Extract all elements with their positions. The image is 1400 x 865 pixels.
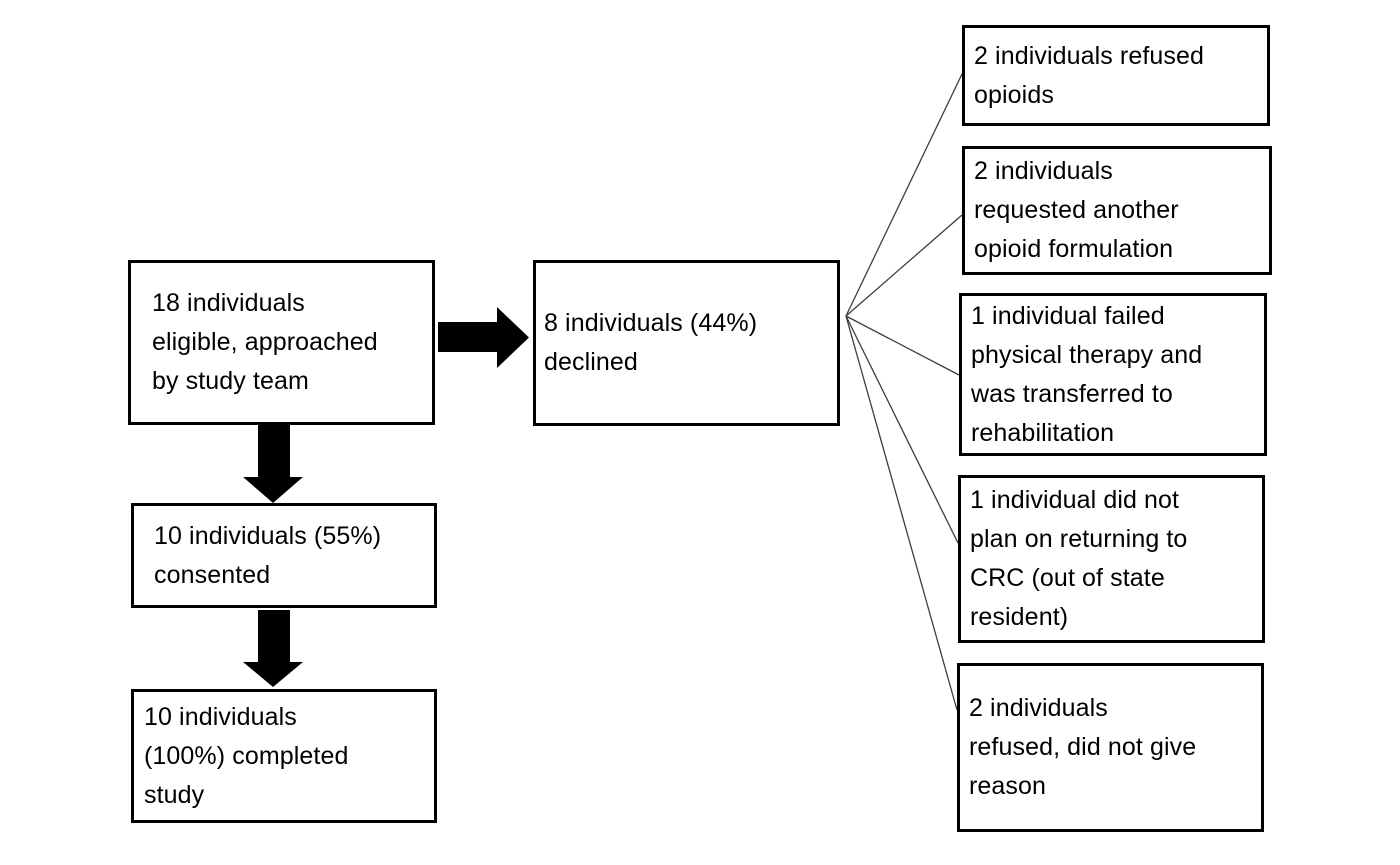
box-declined-text: 8 individuals (44%) declined	[544, 309, 758, 376]
connector-line-reason-2	[845, 214, 963, 317]
box-reason-no-reason-text: 2 individuals refused, did not give reas…	[969, 694, 1197, 800]
box-reason-requested-formulation-text: 2 individuals requested another opioid f…	[974, 157, 1179, 263]
box-reason-failed-pt: 1 individual failed physical therapy and…	[959, 293, 1267, 456]
arrow-right-to-declined-icon	[438, 307, 529, 368]
box-reason-no-reason: 2 individuals refused, did not give reas…	[957, 663, 1264, 832]
box-eligible: 18 individuals eligible, approached by s…	[128, 260, 435, 425]
connector-line-reason-5	[845, 315, 958, 711]
connector-line-reason-1	[845, 73, 963, 317]
arrow-down-to-completed-icon	[243, 610, 303, 687]
box-reason-requested-formulation: 2 individuals requested another opioid f…	[962, 146, 1272, 275]
box-completed: 10 individuals (100%) completed study	[131, 689, 437, 823]
box-reason-failed-pt-text: 1 individual failed physical therapy and…	[971, 301, 1203, 447]
box-reason-out-of-state-text: 1 individual did not plan on returning t…	[970, 486, 1188, 631]
box-reason-out-of-state: 1 individual did not plan on returning t…	[958, 475, 1265, 643]
box-completed-text: 10 individuals (100%) completed study	[144, 702, 349, 809]
connector-line-reason-4	[845, 315, 959, 544]
box-eligible-text: 18 individuals eligible, approached by s…	[152, 289, 378, 395]
box-reason-refused-opioids: 2 individuals refused opioids	[962, 25, 1270, 126]
arrow-down-to-consented-icon	[243, 425, 303, 503]
box-declined: 8 individuals (44%) declined	[533, 260, 840, 426]
box-consented-text: 10 individuals (55%) consented	[154, 521, 382, 589]
box-consented: 10 individuals (55%) consented	[131, 503, 437, 608]
box-reason-refused-opioids-text: 2 individuals refused opioids	[974, 41, 1205, 109]
connector-line-reason-3	[845, 315, 960, 376]
